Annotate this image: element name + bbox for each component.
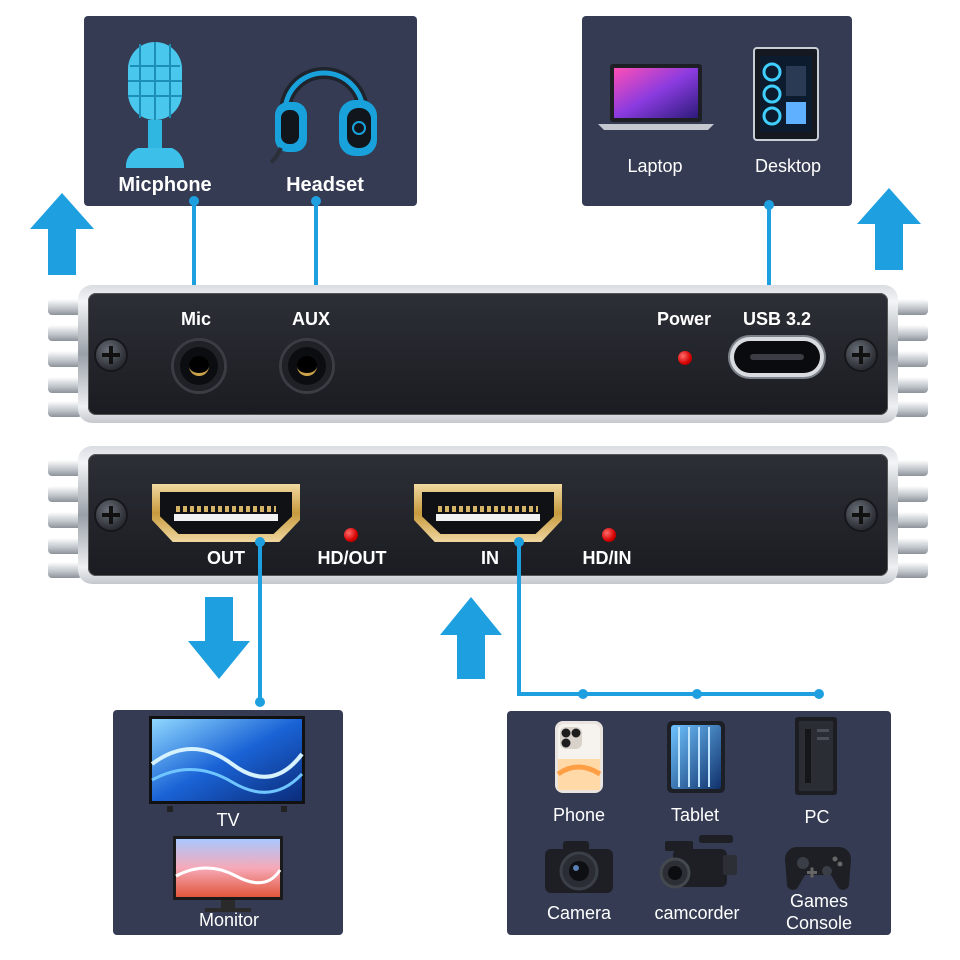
- power-label: Power: [656, 309, 712, 329]
- connector-dot: [578, 689, 588, 699]
- heat-sink-fins: [894, 452, 928, 578]
- monitor-label: Monitor: [198, 910, 260, 930]
- display-output-panel: TV Monitor: [113, 710, 343, 935]
- hdmi-in-port: [414, 484, 562, 542]
- tv-icon: [149, 716, 305, 812]
- camcorder-label: camcorder: [654, 903, 740, 923]
- connector-dot: [814, 689, 824, 699]
- hd-out-label: HD/OUT: [317, 548, 387, 568]
- screw-icon: [96, 500, 126, 530]
- up-arrow-icon: [30, 193, 94, 275]
- headset-label: Headset: [286, 174, 364, 196]
- connector-dot: [692, 689, 702, 699]
- laptop-icon: [598, 64, 714, 130]
- console-label: Console: [785, 913, 853, 933]
- power-led: [678, 351, 692, 365]
- pc-label: PC: [804, 807, 830, 827]
- hdmi-out-port: [152, 484, 300, 542]
- camera-icon: [545, 841, 613, 893]
- desktop-icon: [753, 47, 819, 141]
- desktop-label: Desktop: [754, 156, 822, 176]
- usb-port-label: USB 3.2: [742, 309, 812, 329]
- usb-c-port: [734, 341, 820, 373]
- hd-out-led: [344, 528, 358, 542]
- headset-icon: [269, 67, 377, 164]
- heat-sink-fins: [48, 452, 82, 578]
- down-arrow-icon: [188, 597, 250, 679]
- hd-in-led: [602, 528, 616, 542]
- mic-port-label: Mic: [180, 309, 211, 329]
- heat-sink-fins: [48, 291, 82, 417]
- screw-icon: [846, 500, 876, 530]
- mic-connector-line: [192, 200, 196, 298]
- tablet-icon: [667, 721, 725, 793]
- tablet-label: Tablet: [670, 805, 720, 825]
- connector-dot: [255, 697, 265, 707]
- hdmi-out-label: OUT: [207, 548, 245, 568]
- phone-label: Phone: [552, 805, 606, 825]
- microphone-label: Micphone: [118, 174, 212, 196]
- up-arrow-icon: [440, 597, 502, 679]
- camcorder-icon: [659, 835, 737, 889]
- heat-sink-fins: [894, 291, 928, 417]
- aux-port-label: AUX: [291, 309, 330, 329]
- mic-jack: [174, 341, 224, 391]
- phone-icon: [555, 721, 603, 793]
- hd-in-label: HD/IN: [582, 548, 632, 568]
- laptop-label: Laptop: [627, 156, 683, 176]
- computer-panel: Laptop Desktop: [582, 16, 852, 206]
- hdmi-out-connector-line: [258, 541, 262, 701]
- monitor-icon: [173, 836, 283, 912]
- microphone-icon: [125, 42, 185, 168]
- game-controller-icon: [785, 847, 851, 890]
- device-front-face: OUT HD/OUT IN HD/IN: [48, 446, 928, 584]
- screw-icon: [846, 340, 876, 370]
- hdmi-in-label: IN: [481, 548, 499, 568]
- screw-icon: [96, 340, 126, 370]
- usb-connector-line: [767, 204, 771, 304]
- up-arrow-icon: [857, 188, 921, 270]
- source-devices-panel: Phone Tablet PC Camera: [507, 711, 891, 935]
- device-back-face: Mic AUX Power USB 3.2: [48, 285, 928, 423]
- games-label: Games: [789, 891, 849, 911]
- aux-connector-line: [314, 200, 318, 298]
- camera-label: Camera: [546, 903, 612, 923]
- pc-icon: [795, 717, 837, 795]
- hdmi-in-connector-line: [517, 541, 521, 695]
- tv-label: TV: [216, 810, 240, 830]
- input-audio-panel: Micphone Headset: [84, 16, 417, 206]
- aux-jack: [282, 341, 332, 391]
- hdmi-in-branch-line: [517, 692, 821, 696]
